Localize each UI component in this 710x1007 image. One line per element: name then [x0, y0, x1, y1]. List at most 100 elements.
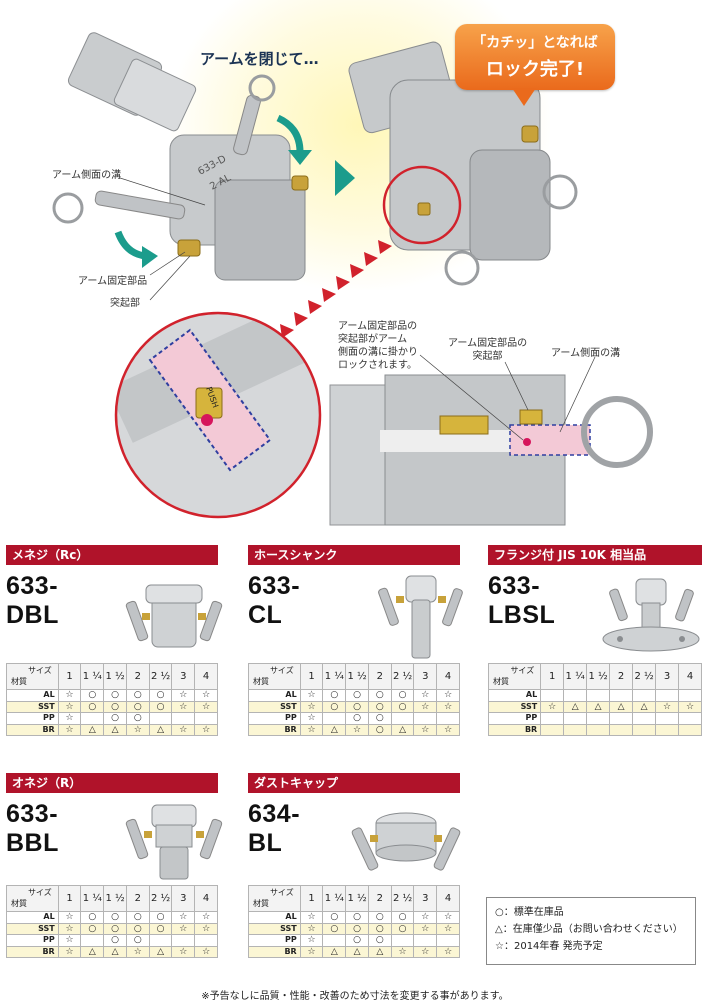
- table-corner: サイズ材質: [487, 663, 542, 690]
- availability-cell: [540, 723, 565, 736]
- size-header-cell: 4: [194, 663, 218, 690]
- availability-cell: ☆: [436, 911, 460, 924]
- model-number: 633-LBSL: [488, 572, 556, 629]
- availability-cell: ○: [125, 700, 150, 713]
- availability-cell: ☆: [299, 689, 324, 702]
- availability-cell: ○: [390, 700, 415, 713]
- table-row: PP☆○○: [6, 934, 218, 947]
- availability-cell: ○: [367, 922, 392, 935]
- material-cell: BR: [487, 723, 542, 736]
- material-cell: AL: [6, 911, 59, 924]
- availability-cell: △: [586, 700, 611, 713]
- availability-cell: [80, 712, 105, 725]
- legend-planned: ☆：2014年春 発売予定: [495, 941, 603, 952]
- table-row: SST☆○○○○☆☆: [248, 922, 460, 935]
- size-header-cell: 4: [436, 663, 460, 690]
- legend-limited: △：在庫僅少品（お問い合わせください）: [495, 924, 683, 935]
- table-row: SST☆○○○○☆☆: [6, 922, 218, 935]
- corner-size-label: サイズ: [269, 888, 294, 897]
- availability-cell: [655, 689, 680, 702]
- material-cell: PP: [6, 934, 59, 947]
- availability-cell: [390, 712, 415, 725]
- leader-arm-groove: [119, 177, 206, 206]
- size-header-cell: 1 ¼: [322, 885, 347, 912]
- size-header-cell: 1 ½: [586, 663, 611, 690]
- model-number: 633-DBL: [6, 572, 59, 629]
- material-cell: BR: [6, 945, 59, 958]
- availability-cell: ☆: [171, 922, 196, 935]
- availability-cell: ☆: [57, 911, 82, 924]
- availability-cell: [609, 723, 634, 736]
- availability-cell: ○: [103, 712, 127, 725]
- corner-size-label: サイズ: [27, 666, 52, 675]
- size-header-cell: 2: [367, 663, 392, 690]
- size-header-cell: 2: [367, 885, 392, 912]
- product-image: [125, 584, 223, 648]
- availability-cell: △: [322, 723, 347, 736]
- material-cell: SST: [6, 922, 59, 935]
- availability-cell: ☆: [171, 700, 196, 713]
- material-cell: SST: [248, 922, 301, 935]
- model-number: 634-BL: [248, 800, 301, 857]
- availability-cell: [563, 689, 588, 702]
- material-cell: AL: [248, 911, 301, 924]
- table-row: AL☆○○○○☆☆: [248, 689, 460, 702]
- availability-cell: △: [632, 700, 657, 713]
- lock-explanation: アーム固定部品の 突起部がアーム 側面の溝に掛かり ロックされます。: [338, 321, 418, 371]
- availability-cell: ○: [345, 689, 369, 702]
- label-protrusion: 突起部: [110, 298, 140, 309]
- lock-complete-callout: 「カチッ」となれば ロック完了!: [455, 24, 615, 90]
- availability-cell: ☆: [436, 689, 460, 702]
- availability-cell: △: [345, 945, 369, 958]
- availability-cell: ☆: [194, 945, 218, 958]
- product-image: [351, 812, 461, 871]
- availability-cell: △: [148, 723, 173, 736]
- table-row: AL: [487, 689, 702, 702]
- availability-cell: ○: [125, 934, 150, 947]
- availability-cell: ☆: [171, 945, 196, 958]
- material-cell: AL: [487, 689, 542, 702]
- size-header-cell: 2 ½: [390, 663, 415, 690]
- label-detail-fixing-part: アーム固定部品の 突起部: [448, 338, 528, 362]
- size-header-cell: 1: [540, 663, 565, 690]
- callout-line-1: 「カチッ」となれば: [472, 35, 598, 51]
- availability-cell: ○: [125, 922, 150, 935]
- availability-cell: ○: [148, 922, 173, 935]
- availability-cell: ☆: [436, 700, 460, 713]
- size-header-cell: 3: [413, 663, 438, 690]
- table-row: PP: [487, 712, 702, 725]
- availability-cell: [322, 712, 347, 725]
- availability-cell: ○: [390, 911, 415, 924]
- availability-cell: ○: [148, 700, 173, 713]
- availability-cell: ☆: [57, 945, 82, 958]
- table-row: SST☆△△△△☆☆: [487, 700, 702, 713]
- availability-cell: [540, 712, 565, 725]
- size-header-cell: 1: [299, 885, 324, 912]
- availability-cell: [148, 934, 173, 947]
- availability-cell: ○: [80, 700, 105, 713]
- availability-cell: ☆: [299, 911, 324, 924]
- availability-cell: ○: [322, 700, 347, 713]
- product-image: [378, 575, 463, 659]
- size-header-cell: 2 ½: [632, 663, 657, 690]
- availability-cell: [678, 723, 702, 736]
- availability-cell: [413, 712, 438, 725]
- size-header-cell: 1 ½: [103, 663, 127, 690]
- product-image: [602, 578, 700, 652]
- corner-size-label: サイズ: [269, 666, 294, 675]
- availability-cell: [632, 689, 657, 702]
- availability-cell: [322, 934, 347, 947]
- table-corner: サイズ材質: [248, 885, 301, 912]
- rotate-arrow-lower: [114, 230, 147, 260]
- availability-cell: ☆: [299, 700, 324, 713]
- female-coupler-left: 633-D 2 AL: [169, 134, 306, 281]
- availability-cell: ☆: [390, 945, 415, 958]
- table-corner: サイズ材質: [248, 663, 301, 690]
- availability-cell: ☆: [194, 911, 218, 924]
- category-tag: フランジ付 JIS 10K 相当品: [488, 545, 702, 565]
- availability-cell: ☆: [194, 922, 218, 935]
- availability-cell: [586, 723, 611, 736]
